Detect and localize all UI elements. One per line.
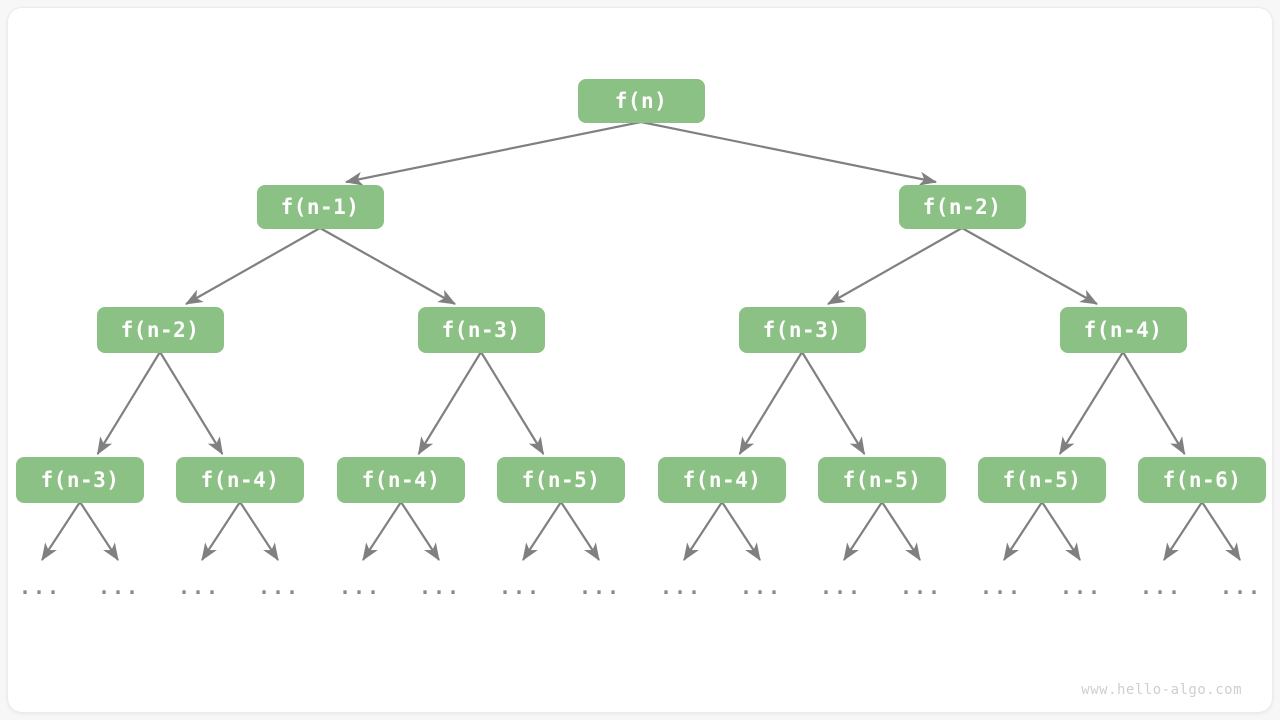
ellipsis-node: ... (979, 575, 1023, 599)
ellipsis-node: ... (739, 575, 783, 599)
ellipsis-node: ... (338, 575, 382, 599)
ellipsis-node: ... (819, 575, 863, 599)
tree-node-n3: f(n-2) (96, 307, 224, 353)
ellipsis-node: ... (899, 575, 943, 599)
tree-node-n7: f(n-3) (16, 457, 144, 503)
tree-node-n14: f(n-6) (1138, 457, 1266, 503)
ellipsis-node: ... (257, 575, 301, 599)
tree-node-n1: f(n-1) (256, 185, 384, 229)
ellipsis-node: ... (1219, 575, 1263, 599)
ellipsis-node: ... (1059, 575, 1103, 599)
ellipsis-node: ... (418, 575, 462, 599)
tree-node-n11: f(n-4) (658, 457, 786, 503)
tree-node-n13: f(n-5) (978, 457, 1106, 503)
tree-node-n10: f(n-5) (497, 457, 625, 503)
tree-node-n9: f(n-4) (337, 457, 465, 503)
tree-node-n2: f(n-2) (898, 185, 1026, 229)
ellipsis-node: ... (659, 575, 703, 599)
ellipsis-node: ... (18, 575, 62, 599)
tree-node-n0: f(n) (577, 79, 705, 123)
watermark: www.hello-algo.com (1081, 682, 1242, 698)
ellipsis-node: ... (578, 575, 622, 599)
tree-node-n5: f(n-3) (738, 307, 866, 353)
tree-node-n6: f(n-4) (1059, 307, 1187, 353)
tree-node-n8: f(n-4) (176, 457, 304, 503)
tree-node-n12: f(n-5) (818, 457, 946, 503)
ellipsis-node: ... (97, 575, 141, 599)
ellipsis-node: ... (177, 575, 221, 599)
ellipsis-node: ... (1139, 575, 1183, 599)
ellipsis-node: ... (498, 575, 542, 599)
tree-node-n4: f(n-3) (417, 307, 545, 353)
